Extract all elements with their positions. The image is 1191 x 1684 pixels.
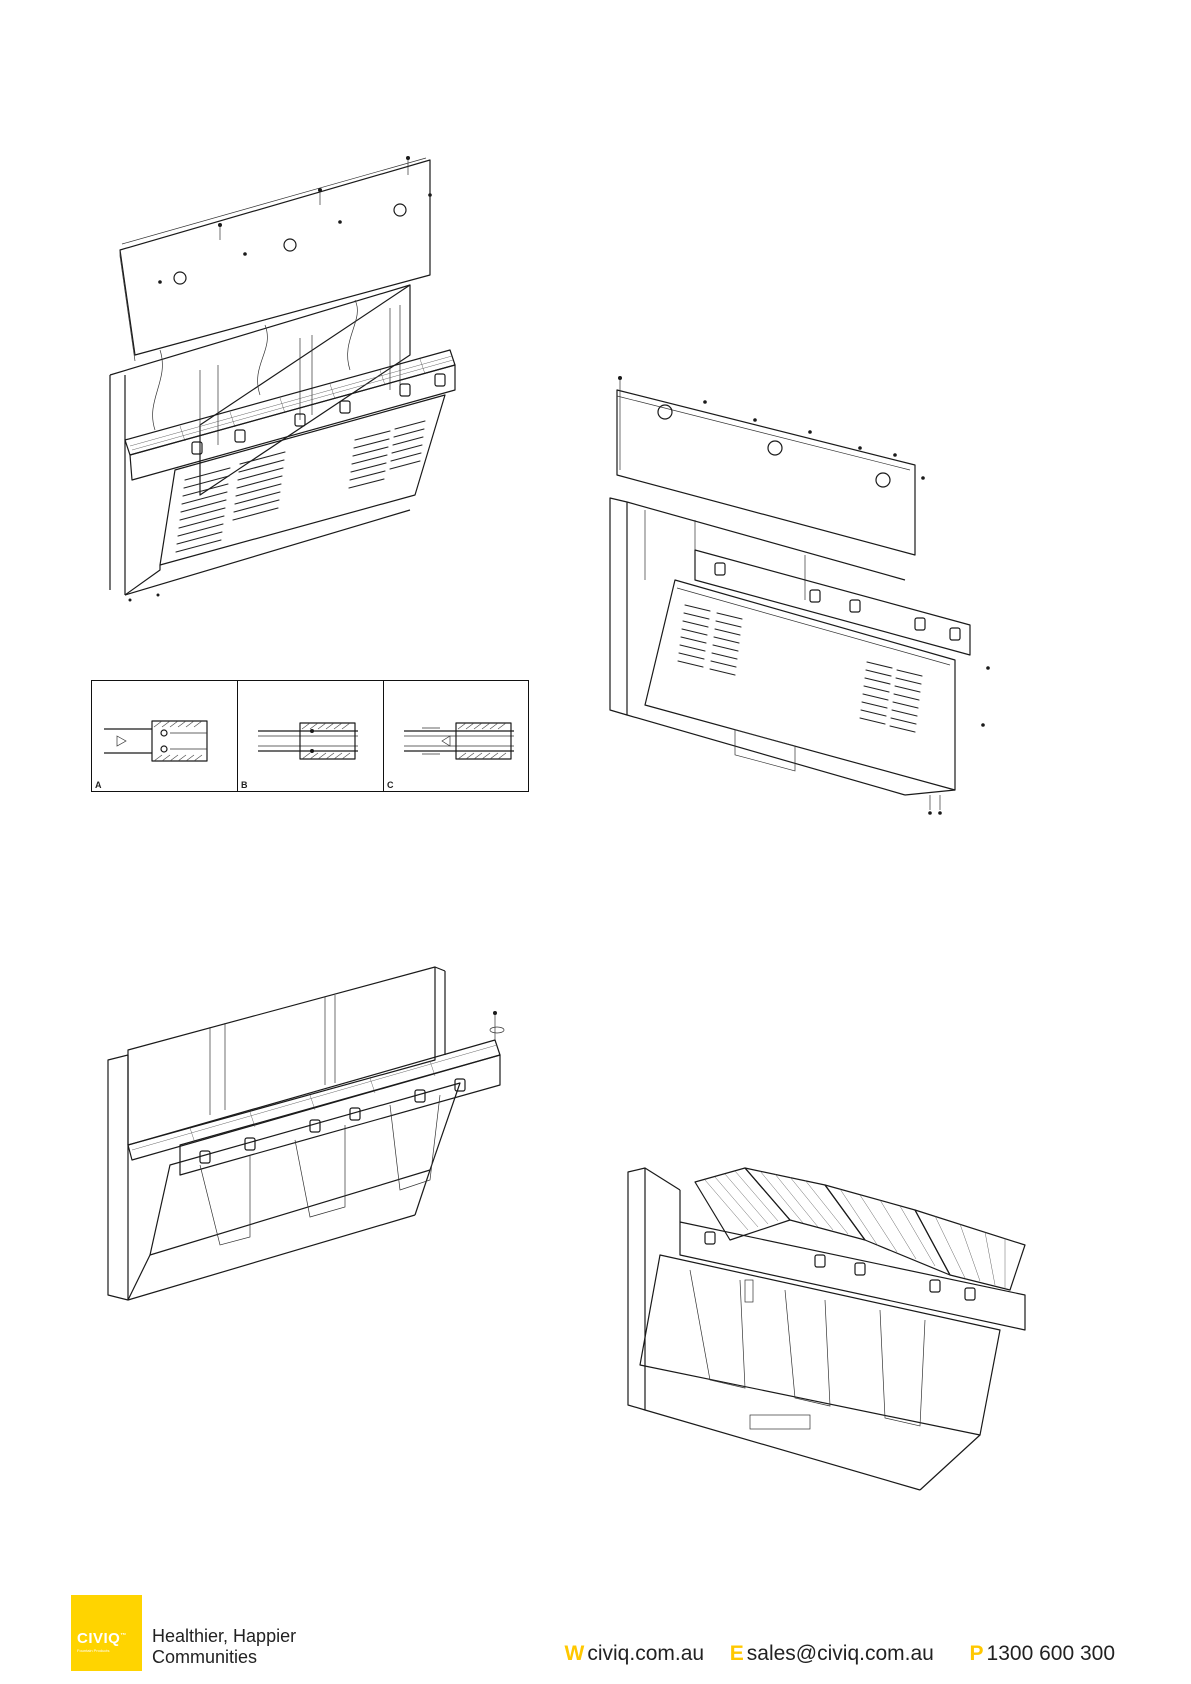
detail-label-c: C — [387, 780, 394, 790]
detail-panel-c: C — [384, 681, 529, 791]
phone-key: P — [970, 1642, 984, 1665]
page-footer: CIVIQ™ Fountain Products Healthier, Happ… — [0, 1590, 1191, 1684]
civiq-logo: CIVIQ™ Fountain Products — [71, 1595, 142, 1671]
web-key: W — [565, 1642, 585, 1665]
figure-4-grille-lift-view — [620, 1160, 1040, 1500]
fitting-detail-panels: A B — [91, 680, 529, 792]
tagline-line-2: Communities — [152, 1647, 296, 1668]
web-link[interactable]: civiq.com.au — [587, 1642, 704, 1665]
detail-panel-a: A — [92, 681, 238, 791]
phone-link[interactable]: 1300 600 300 — [987, 1642, 1115, 1665]
logo-subtitle: Fountain Products — [77, 1648, 109, 1653]
tagline-line-1: Healthier, Happier — [152, 1626, 296, 1647]
figure-3-frame-assembly — [100, 955, 520, 1315]
figure-2-exploded-cover-view — [605, 370, 1000, 820]
email-key: E — [730, 1642, 744, 1665]
tagline: Healthier, Happier Communities — [152, 1626, 296, 1668]
detail-label-b: B — [241, 780, 248, 790]
detail-label-a: A — [95, 780, 102, 790]
logo-wordmark: CIVIQ™ — [77, 1630, 127, 1647]
detail-panel-b: B — [238, 681, 384, 791]
email-link[interactable]: sales@civiq.com.au — [747, 1642, 934, 1665]
figure-1-exploded-front-view — [100, 150, 520, 620]
